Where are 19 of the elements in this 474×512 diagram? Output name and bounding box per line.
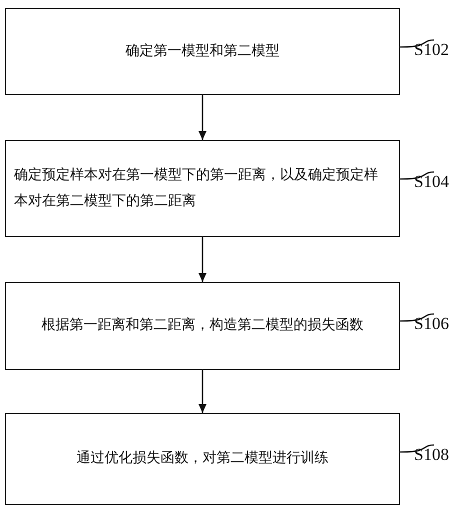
process-box bbox=[5, 282, 400, 370]
process-box bbox=[5, 140, 400, 237]
step-number: S108 bbox=[414, 445, 449, 465]
process-box bbox=[5, 413, 400, 505]
step-text: 确定第一模型和第二模型 bbox=[126, 42, 280, 60]
step-text: 根据第一距离和第二距离，构造第二模型的损失函数 bbox=[42, 316, 364, 335]
leader-line bbox=[400, 313, 434, 322]
step-text: 确定预定样本对在第一模型下的第一距离，以及确定预定样本对在第二模型下的第二距离 bbox=[14, 166, 379, 210]
step-number: S106 bbox=[414, 314, 449, 334]
step-number: S104 bbox=[414, 172, 449, 192]
process-box bbox=[5, 8, 400, 95]
arrow bbox=[198, 95, 206, 140]
arrow bbox=[198, 237, 206, 282]
step-number: S102 bbox=[414, 40, 449, 60]
step-text: 通过优化损失函数，对第二模型进行训练 bbox=[76, 450, 328, 468]
leader-line bbox=[400, 444, 434, 453]
leader-line bbox=[400, 171, 434, 180]
arrow bbox=[198, 370, 206, 413]
leader-line bbox=[400, 39, 434, 48]
